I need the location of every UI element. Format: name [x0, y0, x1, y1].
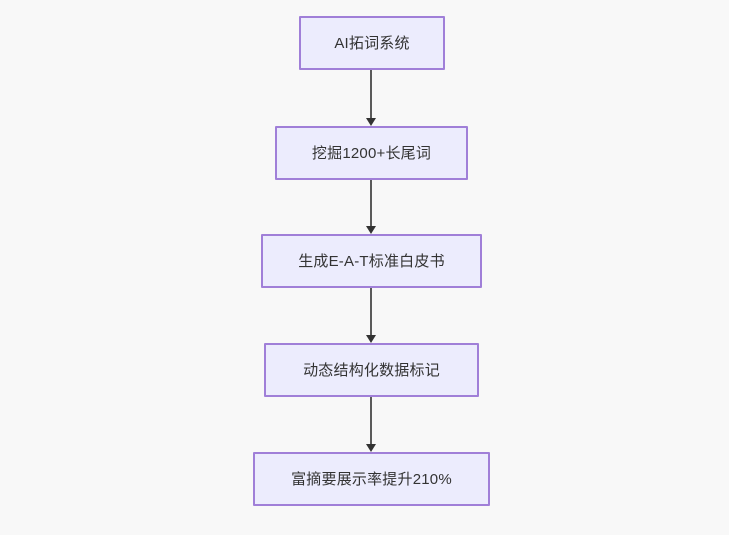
connector-node3-to-node4: [364, 288, 378, 343]
connector-line: [370, 70, 372, 119]
flow-node-label: 动态结构化数据标记: [303, 361, 440, 379]
flow-node-rich-snippet-impression-lift[interactable]: 富摘要展示率提升210%: [253, 452, 490, 506]
connector-line: [370, 397, 372, 445]
flow-node-label: 富摘要展示率提升210%: [291, 470, 452, 488]
flow-node-generate-eat-whitepaper[interactable]: 生成E-A-T标准白皮书: [261, 234, 482, 288]
flow-node-mine-longtail-keywords[interactable]: 挖掘1200+长尾词: [275, 126, 468, 180]
connector-node2-to-node3: [364, 180, 378, 234]
arrow-head-icon: [366, 226, 376, 234]
flow-node-label: 挖掘1200+长尾词: [311, 144, 432, 162]
connector-node1-to-node2: [364, 70, 378, 126]
arrow-head-icon: [366, 335, 376, 343]
connector-node4-to-node5: [364, 397, 378, 452]
connector-line: [370, 180, 372, 227]
flow-node-ai-keyword-system[interactable]: AI拓词系统: [299, 16, 445, 70]
flow-node-label: AI拓词系统: [334, 34, 410, 52]
arrow-head-icon: [366, 444, 376, 452]
flow-node-dynamic-structured-data-markup[interactable]: 动态结构化数据标记: [264, 343, 479, 397]
connector-line: [370, 288, 372, 336]
flow-node-label: 生成E-A-T标准白皮书: [298, 252, 445, 270]
arrow-head-icon: [366, 118, 376, 126]
